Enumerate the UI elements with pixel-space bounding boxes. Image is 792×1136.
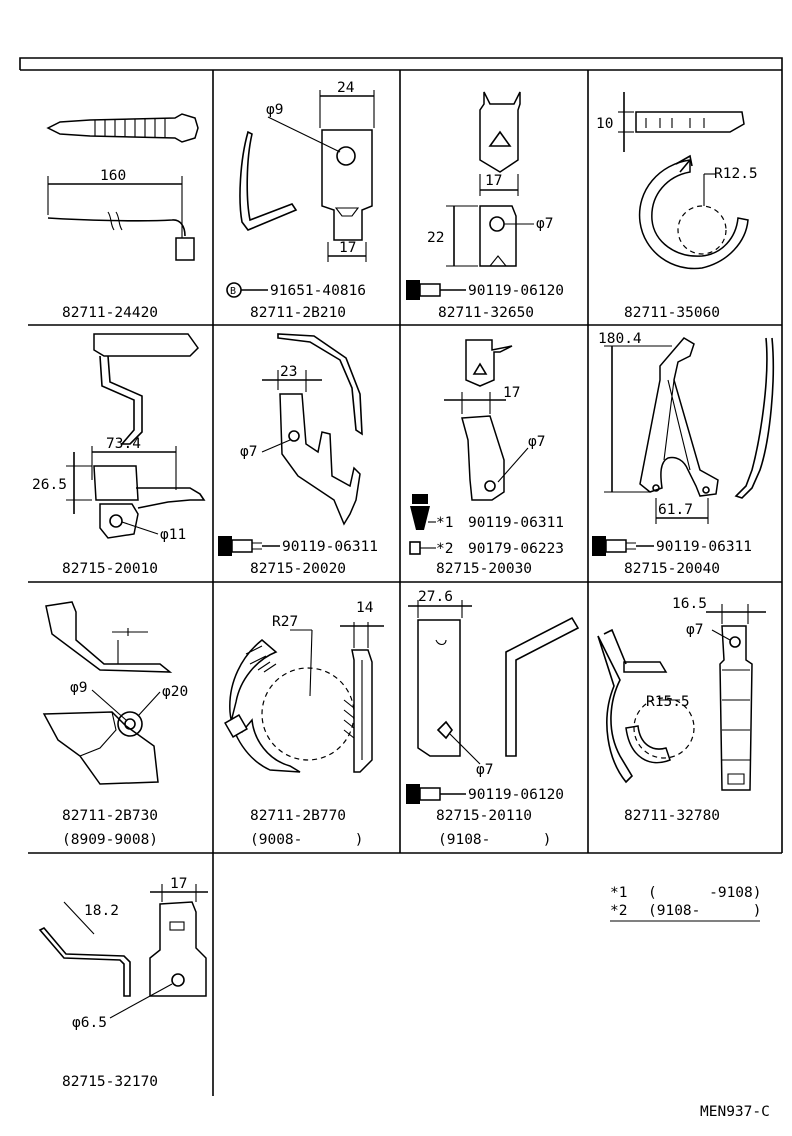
- note-mark: *1: [610, 885, 627, 901]
- dim-width: 23: [280, 364, 297, 380]
- bracket-drawing: [604, 337, 775, 524]
- bolt-number: 90119-06311: [468, 515, 564, 531]
- dim-hole: φ9: [266, 102, 283, 118]
- bolt-number: 90119-06120: [468, 283, 564, 299]
- clamp-drawing: [446, 91, 534, 267]
- cell-82711-32650: 17 22 φ7 90119-06120 82711-32650: [406, 91, 564, 321]
- cell-82711-2B770: R27 14 82711-2B770 (9008- ): [224, 600, 384, 848]
- part-number: 82715-20040: [624, 561, 720, 577]
- clamp-drawing: [597, 604, 766, 791]
- dim-hole: φ9: [70, 680, 87, 696]
- dim-height: 180.4: [598, 331, 642, 347]
- cell-82715-20110: 27.6 φ7 90119-06120 82715-20110 (9108- ): [406, 589, 580, 848]
- dim-hole: φ7: [476, 762, 493, 778]
- dim-tab: 17: [339, 240, 356, 256]
- notes-legend: *1 ( -9108) *2 (9108- ): [610, 885, 762, 922]
- note-range: ( -9108): [648, 885, 762, 901]
- bracket-drawing: [444, 339, 529, 501]
- dim-radius: R15.5: [646, 694, 690, 710]
- dim-height: 22: [427, 230, 444, 246]
- cell-82715-32170: 17 18.2 φ6.5 82715-32170: [38, 876, 208, 1090]
- cell-82711-2B210: 24 φ9 17 B 91651-40816 82711-2B210: [226, 80, 375, 321]
- bolt-number: 90119-06311: [282, 539, 378, 555]
- bracket-drawing: [408, 600, 580, 765]
- dim-hole: φ7: [240, 444, 257, 460]
- bracket-drawing: [42, 601, 173, 785]
- bolt-number: 91651-40816: [270, 283, 366, 299]
- note-range: (9108- ): [648, 903, 762, 919]
- bolt-number: 90179-06223: [468, 541, 564, 557]
- part-number: 82711-32650: [438, 305, 534, 321]
- dim-hole: φ7: [528, 434, 545, 450]
- part-number: 82711-2B730: [62, 808, 158, 824]
- bracket-drawing: [38, 884, 208, 1019]
- cell-82711-32780: 16.5 φ7 R15.5 82711-32780: [597, 596, 766, 824]
- dim-length: 160: [100, 168, 126, 184]
- part-number: 82715-20030: [436, 561, 532, 577]
- cell-82715-20030: 17 φ7 *1 90119-06311 *2 90179-06223 8271…: [409, 339, 564, 577]
- part-number: 82715-20020: [250, 561, 346, 577]
- dim-width: 17: [485, 173, 502, 189]
- bolt-mark: *2: [436, 541, 453, 557]
- bracket-drawing: [66, 333, 206, 539]
- dim-height: 10: [596, 116, 613, 132]
- cell-82711-35060: 10 R12.5 82711-35060: [596, 92, 758, 321]
- cell-82715-20020: 23 φ7 90119-06311 82715-20020: [218, 333, 378, 577]
- dim-width: 61.7: [658, 502, 693, 518]
- dim-width: 14: [356, 600, 374, 616]
- dim-radius: R12.5: [714, 166, 758, 182]
- part-number: 82711-35060: [624, 305, 720, 321]
- dim-width: 17: [503, 385, 520, 401]
- dim-height: 26.5: [32, 477, 67, 493]
- dim-radius: R27: [272, 614, 298, 630]
- clip-drawing: [46, 113, 199, 261]
- dim-width: 73.4: [106, 436, 141, 452]
- part-number: 82711-2B770: [250, 808, 346, 824]
- bolt-mark: B: [230, 286, 236, 297]
- bolt-row-1: *1 90119-06311: [410, 494, 564, 531]
- dim-label: 160: [100, 168, 126, 184]
- diagram-code: MEN937-C: [700, 1104, 770, 1120]
- period: (9108- ): [438, 832, 552, 848]
- dim-hole: φ7: [686, 622, 703, 638]
- bolt-row-2: *2 90179-06223: [409, 541, 564, 557]
- bolt-row: B 91651-40816: [226, 282, 366, 299]
- clamp-drawing: [618, 92, 749, 270]
- clamp-drawing: [224, 622, 384, 773]
- part-number: 82715-32170: [62, 1074, 158, 1090]
- dim-hole: φ11: [160, 527, 186, 543]
- dim-hole: φ6.5: [72, 1015, 107, 1031]
- part-number: 82715-20110: [436, 808, 532, 824]
- dim-boss: φ20: [162, 684, 188, 700]
- part-number: 82711-24420: [62, 305, 158, 321]
- bolt-number: 90119-06311: [656, 539, 752, 555]
- period: (8909-9008): [62, 832, 158, 848]
- period: (9008- ): [250, 832, 364, 848]
- table-frame: [19, 57, 783, 1096]
- note-mark: *2: [610, 903, 627, 919]
- dim-width: 24: [337, 80, 355, 96]
- part-number: 82711-32780: [624, 808, 720, 824]
- dim-width: 16.5: [672, 596, 707, 612]
- bolt-mark: *1: [436, 515, 453, 531]
- dim-width: 27.6: [418, 589, 453, 605]
- part-number: 82715-20010: [62, 561, 158, 577]
- bracket-drawing: [239, 90, 375, 262]
- bolt-row: 90119-06311: [592, 536, 752, 556]
- dim-length: 18.2: [84, 903, 119, 919]
- cell-82715-20010: 73.4 26.5 φ11 82715-20010: [32, 333, 206, 577]
- cell-82711-2B730: φ9 φ20 82711-2B730 (8909-9008): [42, 601, 188, 848]
- dim-width: 17: [170, 876, 187, 892]
- dim-hole: φ7: [536, 216, 553, 232]
- bracket-drawing: [261, 333, 363, 526]
- bolt-row: 90119-06311: [218, 536, 378, 556]
- cell-82715-20040: 180.4 61.7 90119-06311 82715-20040: [592, 331, 775, 577]
- bolt-row: 90119-06120: [406, 280, 564, 300]
- cell-82711-24420: 160 82711-24420: [46, 113, 199, 321]
- part-number: 82711-2B210: [250, 305, 346, 321]
- bolt-number: 90119-06120: [468, 787, 564, 803]
- bolt-row: 90119-06120: [406, 784, 564, 804]
